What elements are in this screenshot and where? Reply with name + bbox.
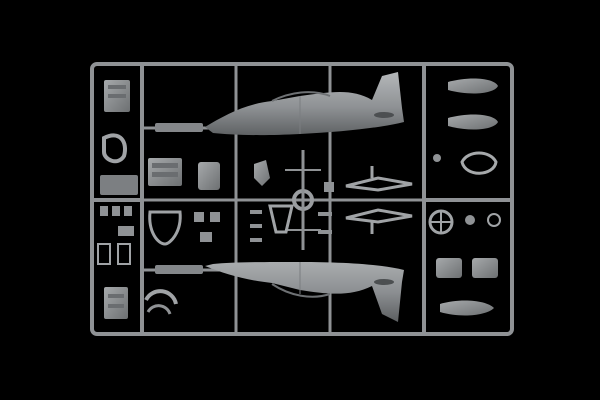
parts-landing-gear xyxy=(345,166,413,234)
center-gate xyxy=(285,150,321,250)
parts-inner-left xyxy=(144,158,220,315)
parts-left-column xyxy=(97,80,138,319)
parts-center xyxy=(250,160,334,242)
fuselage-half-upper xyxy=(142,72,404,136)
fuselage-half-lower xyxy=(142,262,404,322)
parts-right-column xyxy=(428,78,501,316)
